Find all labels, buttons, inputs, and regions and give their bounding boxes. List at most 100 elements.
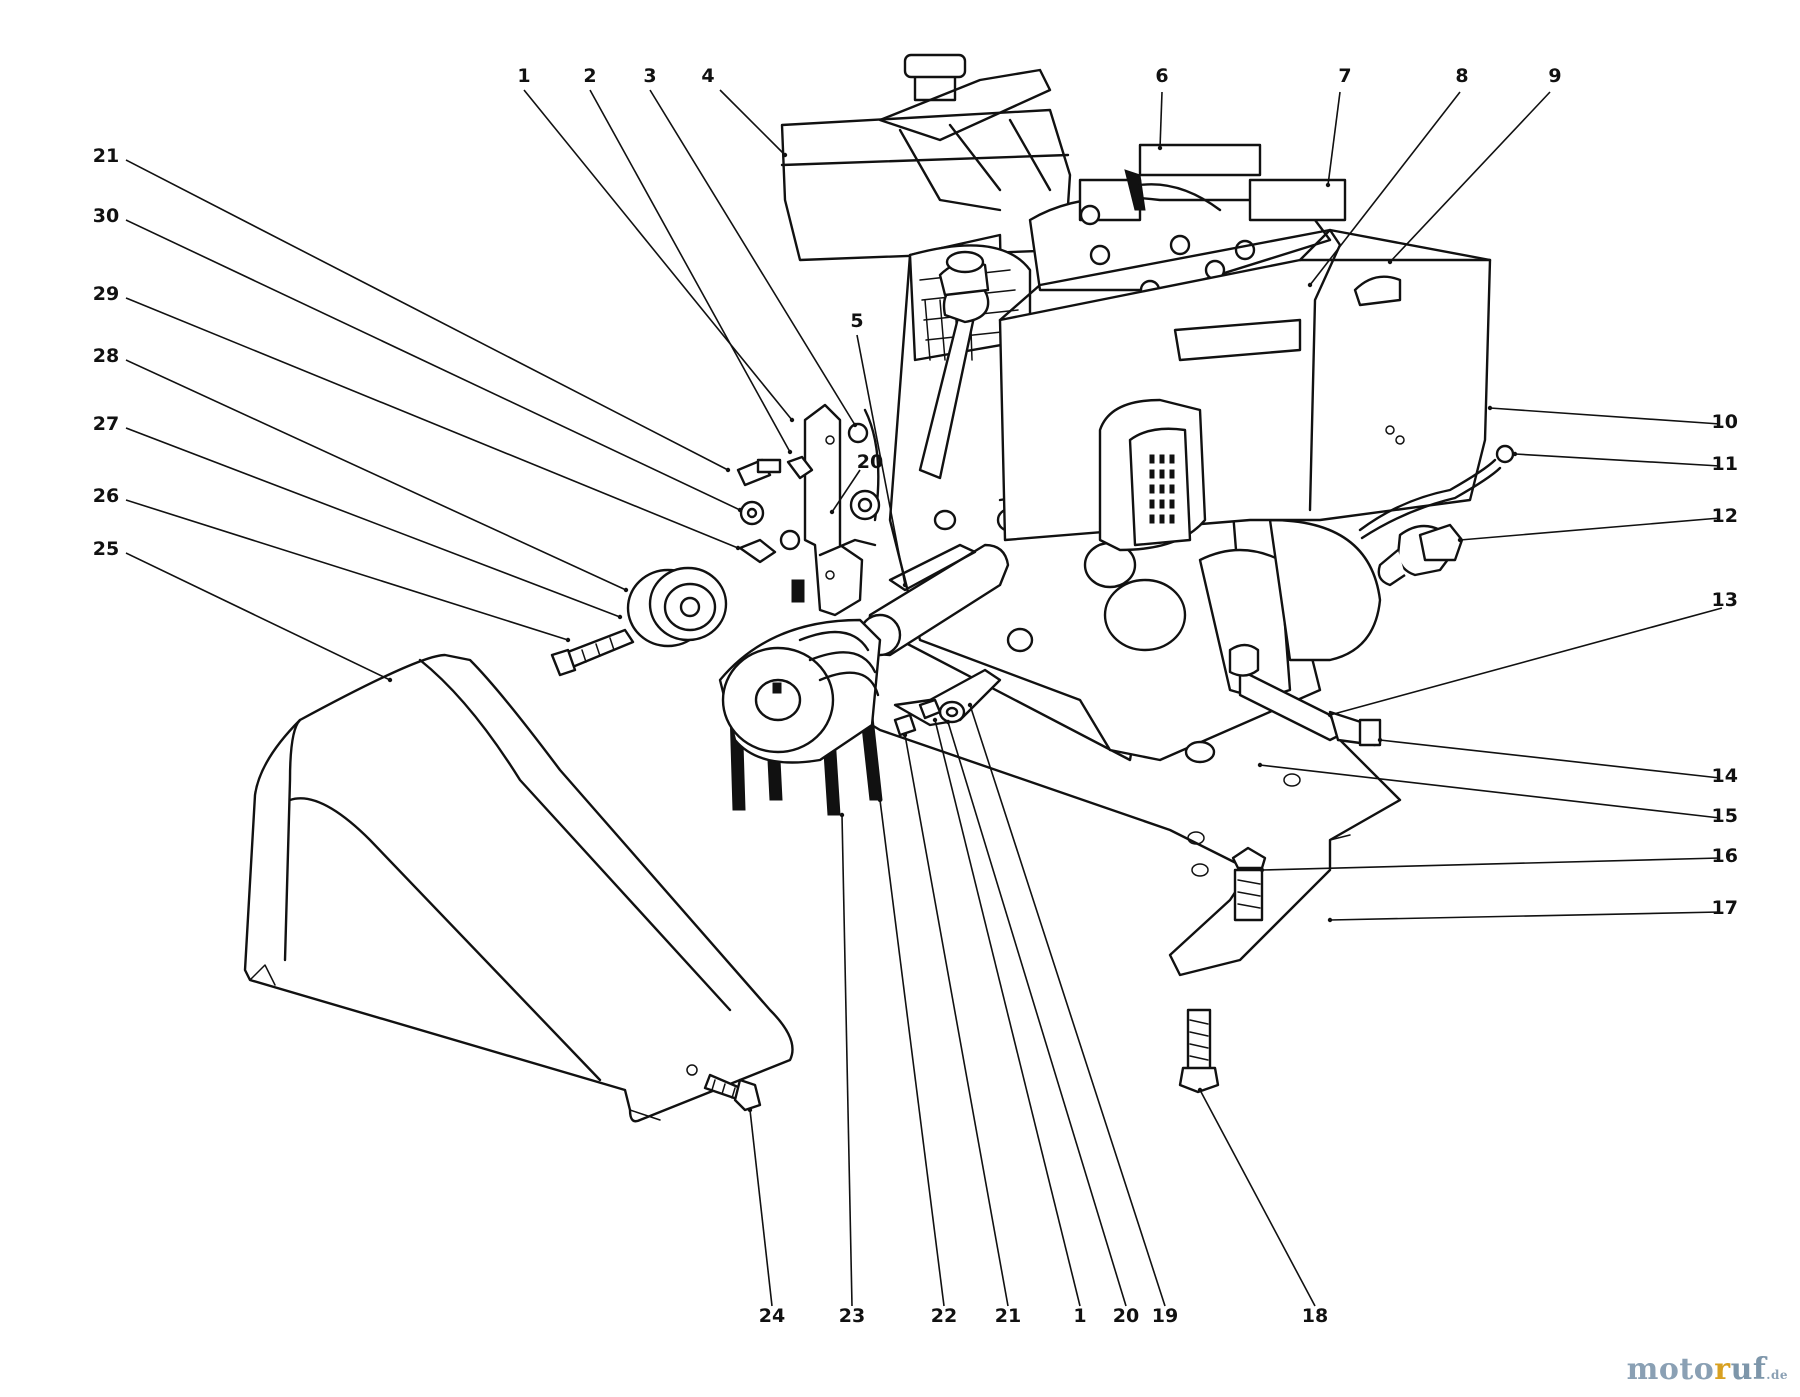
callout-number: 29 xyxy=(93,283,119,305)
drive-pulley-belts xyxy=(718,618,883,816)
callout-number: 24 xyxy=(759,1305,785,1327)
callout-leader-line xyxy=(904,734,1009,1307)
callout-number: 17 xyxy=(1712,897,1738,919)
callout-leader-dot xyxy=(1325,182,1331,188)
callout-leader-dot xyxy=(902,582,908,588)
callout-leader-line xyxy=(125,427,621,618)
callout-leader-line xyxy=(1329,607,1723,716)
callout-number: 21 xyxy=(995,1305,1021,1327)
idler-bracket xyxy=(803,403,881,617)
dipstick-tube xyxy=(918,250,990,480)
callout-leader-line xyxy=(841,814,853,1307)
callout-leader-line xyxy=(1199,1089,1316,1307)
callout-leader-dot xyxy=(1259,867,1265,873)
callout-leader-dot xyxy=(747,1107,753,1113)
callout-number: 5 xyxy=(850,310,863,332)
callout-leader-dot xyxy=(1387,259,1393,265)
callout-leader-dot xyxy=(1157,145,1163,151)
callout-leader-dot xyxy=(725,467,731,473)
callout-leader-line xyxy=(1329,911,1721,921)
callout-leader-line xyxy=(969,704,1166,1307)
callout-leader-line xyxy=(1489,407,1721,425)
callout-number: 12 xyxy=(1712,505,1738,527)
callout-number: 22 xyxy=(931,1305,957,1327)
callout-leader-dot xyxy=(839,812,845,818)
callout-leader-dot xyxy=(1327,712,1333,718)
callout-number: 6 xyxy=(1155,65,1168,87)
callout-leader-dot xyxy=(387,677,393,683)
callout-number: 30 xyxy=(93,205,119,227)
callout-leader-dot xyxy=(1512,451,1518,457)
callout-leader-line xyxy=(125,359,627,591)
callout-leader-dot xyxy=(1487,405,1493,411)
callout-number: 28 xyxy=(93,345,119,367)
starter-assembly xyxy=(1377,523,1464,587)
callout-number: 3 xyxy=(643,65,656,87)
callout-leader-dot xyxy=(1257,762,1263,768)
bottom-bolt xyxy=(1178,1008,1220,1094)
callout-number: 9 xyxy=(1548,65,1561,87)
callout-leader-line xyxy=(649,89,856,426)
callout-number: 13 xyxy=(1712,589,1738,611)
callout-leader-line xyxy=(1514,453,1721,467)
callout-leader-dot xyxy=(1197,1087,1203,1093)
callout-leader-line xyxy=(125,552,391,681)
callout-number: 23 xyxy=(839,1305,865,1327)
callout-number: 15 xyxy=(1712,805,1738,827)
callout-number: 7 xyxy=(1338,65,1351,87)
callout-leader-line xyxy=(1459,517,1721,541)
callout-number: 11 xyxy=(1712,453,1738,475)
callout-leader-dot xyxy=(877,797,883,803)
callout-leader-line xyxy=(1309,91,1461,286)
fuel-tank xyxy=(780,53,1072,262)
callout-number: 1 xyxy=(1073,1305,1086,1327)
callout-number: 14 xyxy=(1712,765,1738,787)
callout-leader-line xyxy=(1327,91,1341,186)
callout-leader-line xyxy=(831,469,861,513)
callout-number: 2 xyxy=(583,65,596,87)
callout-number: 4 xyxy=(701,65,714,87)
left-hardware xyxy=(550,455,814,677)
engine-pulley xyxy=(626,566,728,648)
callout-number: 25 xyxy=(93,538,119,560)
callout-number: 26 xyxy=(93,485,119,507)
belt-cover xyxy=(243,653,794,1123)
callout-leader-line xyxy=(125,297,739,549)
callout-leader-dot xyxy=(1457,537,1463,543)
callout-leader-line xyxy=(749,1109,773,1307)
callout-leader-line xyxy=(1389,91,1551,263)
callout-leader-dot xyxy=(789,417,795,423)
muffler-vents xyxy=(1149,454,1175,524)
callout-leader-dot xyxy=(782,152,788,158)
callout-number: 16 xyxy=(1712,845,1738,867)
callout-leader-dot xyxy=(787,449,793,455)
callout-leader-dot xyxy=(565,637,571,643)
watermark-part4: .de xyxy=(1766,1368,1788,1382)
callout-leader-line xyxy=(125,219,741,511)
callout-leader-dot xyxy=(1377,737,1383,743)
callout-leader-line xyxy=(1379,739,1721,779)
callout-leader-dot xyxy=(932,717,938,723)
callout-leader-line xyxy=(589,89,791,453)
callout-leader-dot xyxy=(1327,917,1333,923)
callout-number: 10 xyxy=(1712,411,1738,433)
callout-leader-dot xyxy=(737,507,743,513)
callout-leader-line xyxy=(1261,857,1721,871)
idler-hardware xyxy=(893,668,1002,737)
watermark-part2: r xyxy=(1714,1352,1731,1387)
callout-leader-line xyxy=(1259,764,1721,819)
callout-leader-dot xyxy=(735,545,741,551)
callout-leader-line xyxy=(856,334,906,586)
callout-leader-line xyxy=(879,799,945,1307)
watermark-part1: moto xyxy=(1626,1352,1715,1387)
callout-leader-dot xyxy=(852,422,858,428)
callout-leader-dot xyxy=(617,614,623,620)
callout-number: 27 xyxy=(93,413,119,435)
callout-leader-line xyxy=(125,159,729,471)
callout-leader-dot xyxy=(829,509,835,515)
callout-leader-line xyxy=(523,89,793,421)
callout-number: 1 xyxy=(517,65,530,87)
